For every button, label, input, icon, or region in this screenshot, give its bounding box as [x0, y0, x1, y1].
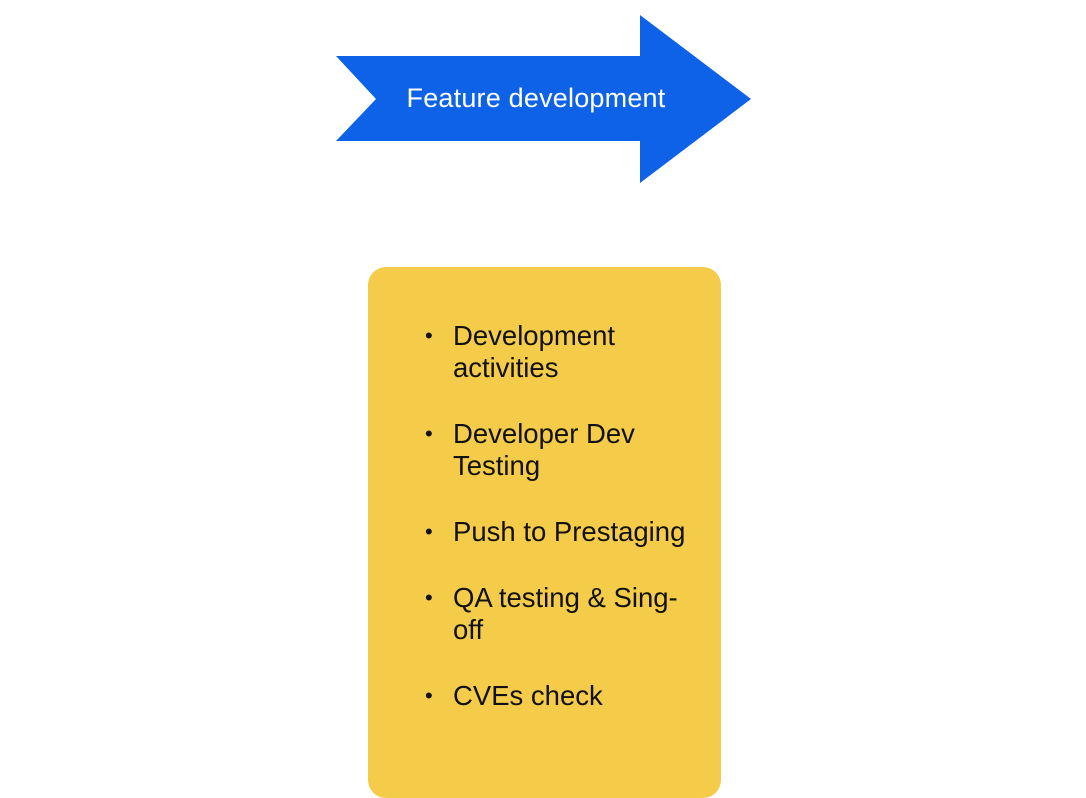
- stage-arrow-shape: [336, 15, 751, 183]
- task-label: Developer Dev Testing: [453, 418, 635, 481]
- list-item: • CVEs check: [368, 680, 721, 712]
- task-card: • Development activities • Developer Dev…: [368, 267, 721, 798]
- list-item: • QA testing & Sing-off: [368, 582, 721, 646]
- bullet-icon: •: [425, 585, 433, 610]
- stage-label: Feature development: [406, 82, 666, 113]
- task-label: Push to Prestaging: [453, 516, 686, 547]
- task-label: QA testing & Sing-off: [453, 582, 678, 645]
- stage-arrow-polygon: [336, 15, 751, 183]
- bullet-icon: •: [425, 421, 433, 446]
- list-item: • Development activities: [368, 320, 721, 384]
- task-list: • Development activities • Developer Dev…: [368, 320, 721, 746]
- list-item: • Developer Dev Testing: [368, 418, 721, 482]
- bullet-icon: •: [425, 519, 433, 544]
- list-item: • Push to Prestaging: [368, 516, 721, 548]
- task-label: CVEs check: [453, 680, 603, 711]
- bullet-icon: •: [425, 683, 433, 708]
- task-label: Development activities: [453, 320, 616, 383]
- bullet-icon: •: [425, 323, 433, 348]
